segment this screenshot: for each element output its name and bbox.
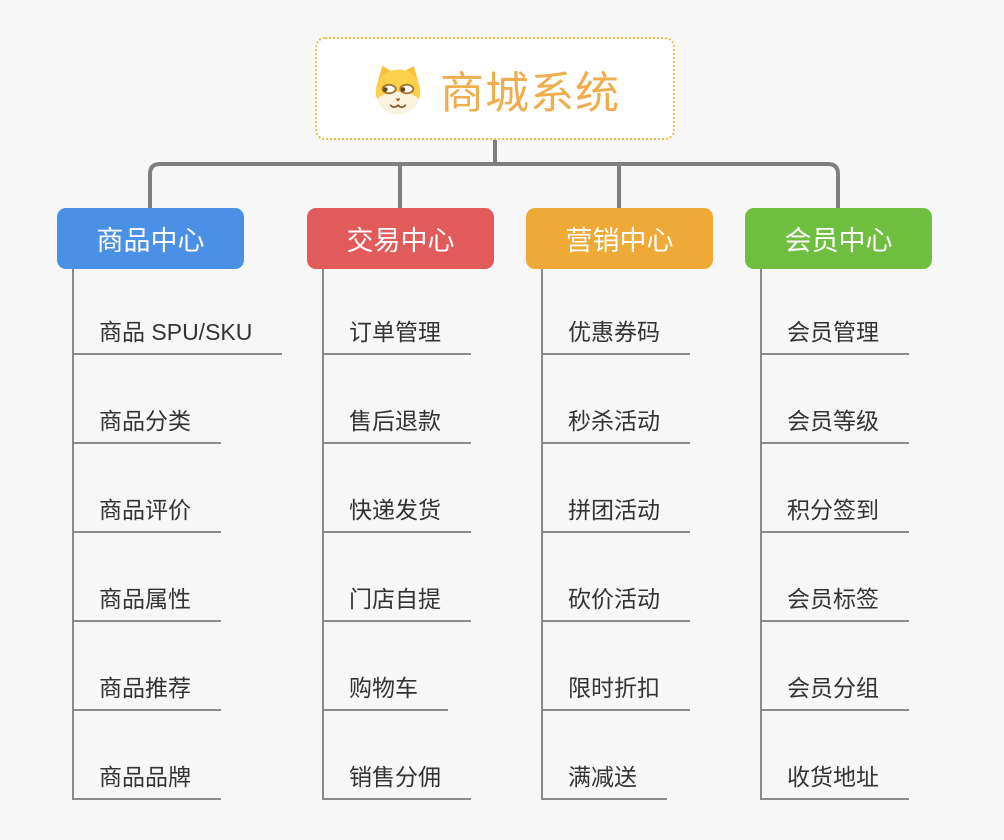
- branch-node-product-center[interactable]: 商品中心: [57, 208, 244, 269]
- leaf-points-checkin[interactable]: 积分签到: [761, 489, 909, 533]
- leaf-product-spu-sku[interactable]: 商品 SPU/SKU: [73, 311, 283, 355]
- leaf-coupon-code[interactable]: 优惠券码: [542, 311, 690, 355]
- leaf-after-sale-refund[interactable]: 售后退款: [323, 400, 471, 444]
- leaf-flash-sale[interactable]: 秒杀活动: [542, 400, 690, 444]
- leaf-limited-time-discount[interactable]: 限时折扣: [542, 667, 690, 711]
- branch-node-member-center[interactable]: 会员中心: [745, 208, 932, 269]
- root-node[interactable]: 商城系统: [315, 37, 675, 140]
- leaf-member-group[interactable]: 会员分组: [761, 667, 909, 711]
- leaf-express-delivery[interactable]: 快递发货: [323, 489, 471, 533]
- branch-node-marketing-center[interactable]: 营销中心: [526, 208, 713, 269]
- leaf-shipping-address[interactable]: 收货地址: [761, 756, 909, 800]
- leaf-member-tag[interactable]: 会员标签: [761, 578, 909, 622]
- root-title: 商城系统: [440, 68, 620, 118]
- leaf-product-category[interactable]: 商品分类: [73, 400, 221, 444]
- branch-node-trade-center[interactable]: 交易中心: [307, 208, 494, 269]
- branch-bus-line: [148, 162, 840, 208]
- leaf-product-attribute[interactable]: 商品属性: [73, 578, 221, 622]
- leaf-store-pickup[interactable]: 门店自提: [323, 578, 471, 622]
- leaf-group-buy[interactable]: 拼团活动: [542, 489, 690, 533]
- leaf-sales-commission[interactable]: 销售分佣: [323, 756, 471, 800]
- leaf-bargain-activity[interactable]: 砍价活动: [542, 578, 690, 622]
- doge-icon: [370, 63, 426, 115]
- leaf-shopping-cart[interactable]: 购物车: [323, 667, 448, 711]
- leaf-order-management[interactable]: 订单管理: [323, 311, 471, 355]
- leaf-member-level[interactable]: 会员等级: [761, 400, 909, 444]
- leaf-product-review[interactable]: 商品评价: [73, 489, 221, 533]
- leaf-full-reduction[interactable]: 满减送: [542, 756, 667, 800]
- leaf-product-brand[interactable]: 商品品牌: [73, 756, 221, 800]
- leaf-product-recommend[interactable]: 商品推荐: [73, 667, 221, 711]
- leaf-member-management[interactable]: 会员管理: [761, 311, 909, 355]
